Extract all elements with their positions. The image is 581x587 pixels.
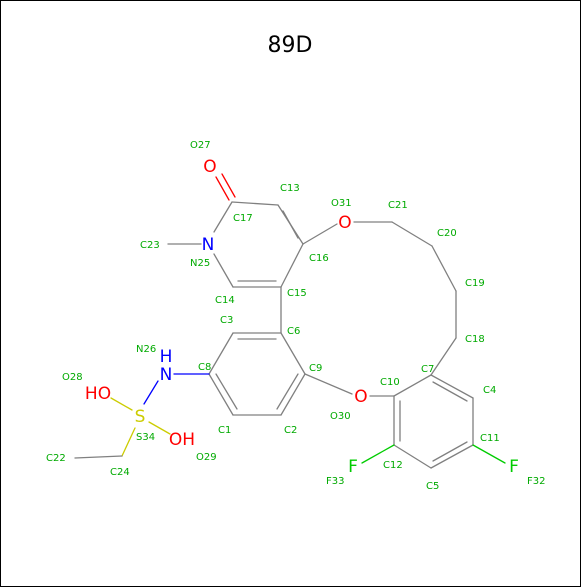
bond-c7-c4-inner: [432, 381, 468, 402]
bond-c11-c5-inner: [432, 441, 468, 462]
label-n25: N25: [190, 258, 210, 269]
bond-c17-o27-b: [221, 173, 236, 198]
bond-c21-c20: [391, 221, 433, 247]
label-c12: C12: [383, 460, 403, 471]
label-c20: C20: [437, 228, 457, 239]
label-n26: N26: [136, 344, 156, 355]
label-c9: C9: [309, 363, 322, 374]
atom-s34: S: [135, 407, 146, 427]
bond-c18-c7: [430, 337, 457, 376]
compound-title: 89D: [268, 33, 313, 58]
bond-c13-c16-inner: [282, 210, 299, 239]
atom-n25: N: [202, 235, 215, 255]
atom-o27: O: [203, 157, 216, 177]
atom-o28: HO: [85, 384, 111, 404]
label-c22: C22: [46, 453, 66, 464]
label-f33: F33: [326, 476, 344, 487]
bond-c16-o31: [302, 223, 338, 245]
label-c16: C16: [309, 253, 329, 264]
bond-c24-c22: [74, 455, 123, 459]
bond-c2-c9: [280, 373, 306, 416]
bond-c8-c1: [208, 373, 234, 416]
bond-c17-o27-a: [215, 176, 230, 201]
label-c4: C4: [483, 385, 496, 396]
bond-s34-o29: [148, 421, 171, 435]
label-o28: O28: [62, 372, 83, 383]
label-c15: C15: [287, 288, 307, 299]
bond-c11-f32: [472, 444, 506, 464]
atom-o30: O: [354, 387, 367, 407]
bond-c3-c8: [208, 332, 234, 375]
label-c8: C8: [198, 362, 211, 373]
bond-c16-c15: [280, 243, 304, 288]
bond-c8-c1-inner: [215, 373, 238, 410]
bond-n25-c17: [213, 201, 233, 233]
label-c23: C23: [140, 240, 160, 251]
label-c1: C1: [218, 425, 231, 436]
atom-o31: O: [338, 213, 351, 233]
label-o31: O31: [331, 198, 352, 209]
bond-c10-c7: [393, 374, 432, 397]
label-c13: C13: [280, 183, 300, 194]
bond-c2-c9-inner: [276, 373, 299, 410]
label-c21: C21: [388, 200, 408, 211]
label-c3: C3: [220, 315, 233, 326]
label-c24: C24: [110, 467, 130, 478]
label-c14: C14: [215, 295, 235, 306]
label-s34: S34: [136, 432, 155, 443]
label-c11: C11: [480, 433, 500, 444]
bond-c5-c12: [393, 444, 432, 469]
atom-f33: F: [348, 457, 358, 477]
bond-s34-o28: [110, 397, 133, 411]
label-c5: C5: [426, 481, 439, 492]
bond-c11-c5: [430, 444, 474, 469]
atom-h-n26: H: [160, 347, 173, 367]
bond-s34-c24: [121, 427, 136, 457]
bond-c7-c4: [430, 374, 474, 399]
label-c10: C10: [380, 377, 400, 388]
bond-c9-o30: [304, 373, 353, 395]
label-c19: C19: [465, 278, 485, 289]
label-f32: F32: [527, 476, 545, 487]
label-c18: C18: [465, 334, 485, 345]
label-c17: C17: [233, 213, 253, 224]
bond-c14-n25: [213, 253, 234, 288]
bond-c12-f33: [361, 444, 395, 464]
bond-c9-c6: [280, 332, 306, 375]
atom-f32: F: [509, 457, 519, 477]
label-o30: O30: [330, 411, 351, 422]
label-c7: C7: [421, 364, 434, 375]
atom-labels: O27 C13 O31 C21 C17 C23 N25 C16 C20 C19 …: [46, 140, 545, 492]
label-c2: C2: [284, 425, 297, 436]
atom-n26: N: [160, 365, 173, 385]
bond-c20-c19: [431, 245, 457, 292]
bond-c17-c13: [231, 201, 279, 206]
label-o27: O27: [190, 140, 211, 151]
bonds: [74, 173, 506, 469]
atom-symbols: O N O H N O HO S OH F F: [85, 157, 519, 477]
label-o29: O29: [196, 452, 217, 463]
atom-o29: OH: [169, 430, 195, 450]
bond-n26-s34: [143, 380, 159, 405]
label-c6: C6: [287, 326, 300, 337]
